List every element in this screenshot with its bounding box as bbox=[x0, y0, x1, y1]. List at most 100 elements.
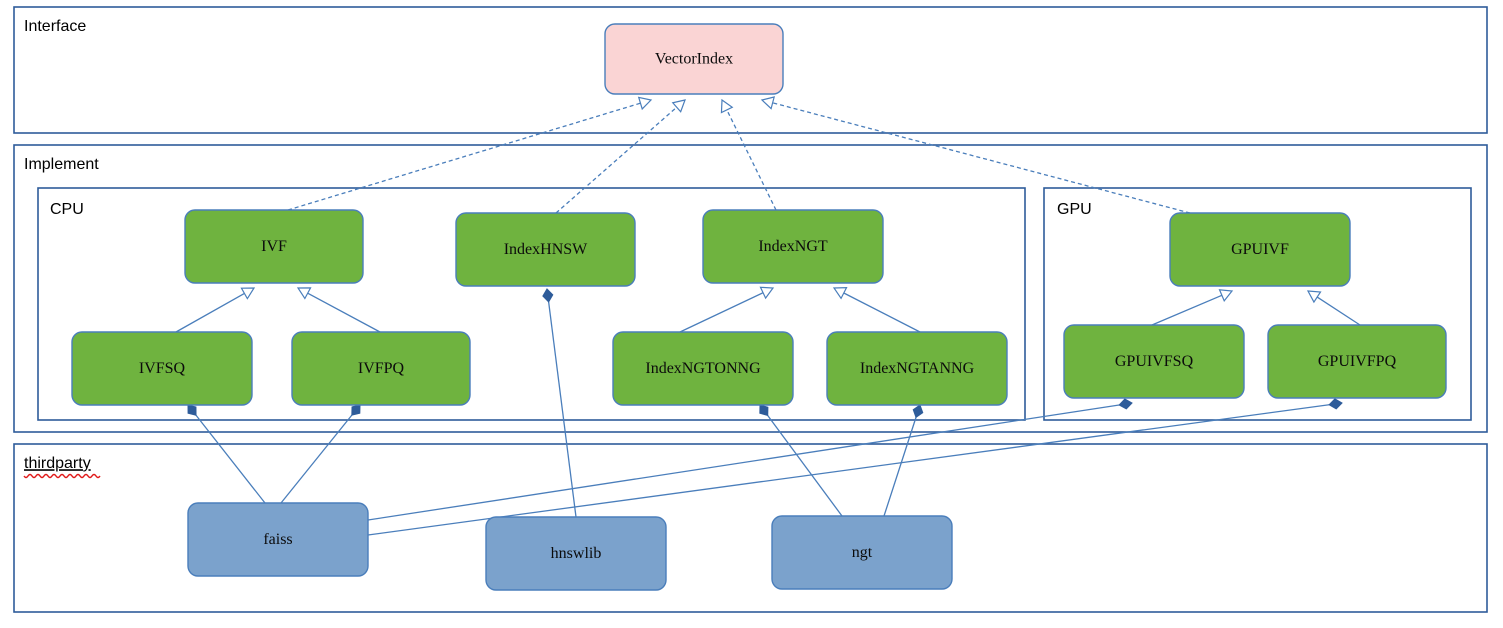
node-indexngt[interactable]: IndexNGT bbox=[702, 209, 884, 284]
node-box-indexhnsw[interactable] bbox=[455, 212, 636, 287]
node-box-gpuivfpq[interactable] bbox=[1267, 324, 1447, 399]
node-hnswlib[interactable]: hnswlib bbox=[485, 516, 667, 591]
arrowhead-e6 bbox=[296, 287, 312, 300]
node-label-indexhnsw: IndexHNSW bbox=[504, 241, 588, 258]
edge-line-e5 bbox=[175, 292, 245, 333]
node-indexngtonng[interactable]: IndexNGTONNG bbox=[612, 331, 794, 406]
node-box-faiss[interactable] bbox=[187, 502, 369, 577]
container-label-cpu: CPU bbox=[50, 201, 84, 218]
edge-ngt-to-indexngtanng bbox=[883, 404, 924, 517]
edge-line-e13 bbox=[547, 301, 577, 518]
node-box-ivfpq[interactable] bbox=[291, 331, 471, 406]
node-label-ivfsq: IVFSQ bbox=[139, 360, 186, 377]
node-label-faiss: faiss bbox=[263, 531, 292, 548]
node-ngt[interactable]: ngt bbox=[771, 515, 953, 590]
node-label-gpuivfpq: GPUIVFPQ bbox=[1318, 353, 1397, 370]
node-box-indexngtonng[interactable] bbox=[612, 331, 794, 406]
node-vectorindex[interactable]: VectorIndex bbox=[604, 23, 784, 95]
edge-gpuivf-to-vectorindex bbox=[760, 96, 1191, 214]
edge-hnswlib-to-indexhnsw bbox=[542, 288, 577, 518]
arrowhead-e9 bbox=[1218, 289, 1234, 302]
arrowhead-e10 bbox=[1306, 290, 1322, 304]
diamond-e11 bbox=[187, 404, 197, 416]
node-indexngtanng[interactable]: IndexNGTANNG bbox=[826, 331, 1008, 406]
node-label-vectorindex: VectorIndex bbox=[655, 51, 733, 68]
edge-line-e2 bbox=[555, 106, 678, 214]
node-ivf[interactable]: IVF bbox=[184, 209, 364, 284]
node-label-gpuivfsq: GPUIVFSQ bbox=[1115, 353, 1194, 370]
edge-line-e1 bbox=[287, 102, 641, 211]
edge-line-e6 bbox=[307, 292, 381, 333]
edge-line-e17 bbox=[367, 404, 1330, 536]
diamond-e15 bbox=[912, 404, 924, 419]
node-ivfsq[interactable]: IVFSQ bbox=[71, 331, 253, 406]
node-box-gpuivfsq[interactable] bbox=[1063, 324, 1245, 399]
node-box-ivfsq[interactable] bbox=[71, 331, 253, 406]
edge-line-e10 bbox=[1316, 296, 1361, 326]
edge-ivf-to-vectorindex bbox=[287, 96, 653, 211]
node-box-ngt[interactable] bbox=[771, 515, 953, 590]
arrowhead-e2 bbox=[671, 99, 686, 113]
edge-indexngtanng-to-indexngt bbox=[832, 287, 921, 333]
arrowhead-e4 bbox=[760, 96, 776, 110]
arrowhead-e8 bbox=[832, 287, 848, 300]
edge-faiss-to-ivfpq bbox=[280, 404, 361, 504]
diamond-e16 bbox=[1118, 398, 1133, 410]
container-label-interface: Interface bbox=[24, 18, 86, 35]
node-label-hnswlib: hnswlib bbox=[551, 545, 602, 562]
node-label-ivfpq: IVFPQ bbox=[358, 360, 405, 377]
arrowhead-e5 bbox=[240, 287, 256, 300]
node-ivfpq[interactable]: IVFPQ bbox=[291, 331, 471, 406]
edge-ngt-to-indexngtonng bbox=[759, 404, 843, 517]
container-label-implement: Implement bbox=[24, 156, 99, 173]
node-faiss[interactable]: faiss bbox=[187, 502, 369, 577]
edge-faiss-to-gpuivfsq bbox=[367, 398, 1133, 521]
node-box-indexngtanng[interactable] bbox=[826, 331, 1008, 406]
arrowhead-e3 bbox=[720, 98, 734, 114]
edge-line-e12 bbox=[280, 414, 353, 504]
node-box-ivf[interactable] bbox=[184, 209, 364, 284]
node-box-gpuivf[interactable] bbox=[1169, 212, 1351, 287]
node-label-indexngt: IndexNGT bbox=[758, 238, 828, 255]
edge-indexhnsw-to-vectorindex bbox=[555, 99, 686, 214]
edge-ivfsq-to-ivf bbox=[175, 287, 256, 333]
node-box-indexngt[interactable] bbox=[702, 209, 884, 284]
edge-line-e8 bbox=[843, 292, 921, 333]
edge-line-e3 bbox=[726, 109, 777, 211]
edge-gpuivfsq-to-gpuivf bbox=[1151, 289, 1234, 326]
node-label-ngt: ngt bbox=[852, 544, 873, 561]
container-label-gpu: GPU bbox=[1057, 201, 1092, 218]
node-indexhnsw[interactable]: IndexHNSW bbox=[455, 212, 636, 287]
edge-faiss-to-ivfsq bbox=[187, 404, 266, 504]
node-label-indexngtanng: IndexNGTANNG bbox=[860, 360, 975, 377]
spellcheck-squiggle-thirdparty bbox=[23, 473, 101, 479]
edge-line-e7 bbox=[679, 292, 764, 333]
edge-faiss-to-gpuivfpq bbox=[367, 398, 1343, 536]
edge-ivfpq-to-ivf bbox=[296, 287, 381, 333]
node-label-ivf: IVF bbox=[261, 238, 287, 255]
container-label-thirdparty: thirdparty bbox=[24, 455, 91, 472]
edge-indexngt-to-vectorindex bbox=[720, 98, 777, 211]
node-gpuivfsq[interactable]: GPUIVFSQ bbox=[1063, 324, 1245, 399]
node-label-gpuivf: GPUIVF bbox=[1231, 241, 1289, 258]
node-box-vectorindex[interactable] bbox=[604, 23, 784, 95]
edge-line-e15 bbox=[883, 417, 917, 517]
edge-gpuivfpq-to-gpuivf bbox=[1306, 290, 1361, 326]
diamond-e14 bbox=[759, 404, 769, 417]
edge-line-e9 bbox=[1151, 294, 1223, 326]
edge-line-e16 bbox=[367, 404, 1120, 521]
edge-line-e11 bbox=[195, 414, 266, 504]
edge-line-e14 bbox=[767, 415, 843, 517]
edge-line-e4 bbox=[772, 102, 1191, 214]
diamond-e13 bbox=[542, 288, 554, 303]
edges-layer bbox=[175, 96, 1361, 536]
node-box-hnswlib[interactable] bbox=[485, 516, 667, 591]
diamond-e12 bbox=[351, 404, 361, 416]
diamond-e17 bbox=[1328, 398, 1343, 410]
node-gpuivf[interactable]: GPUIVF bbox=[1169, 212, 1351, 287]
edge-indexngtonng-to-indexngt bbox=[679, 286, 775, 333]
node-gpuivfpq[interactable]: GPUIVFPQ bbox=[1267, 324, 1447, 399]
